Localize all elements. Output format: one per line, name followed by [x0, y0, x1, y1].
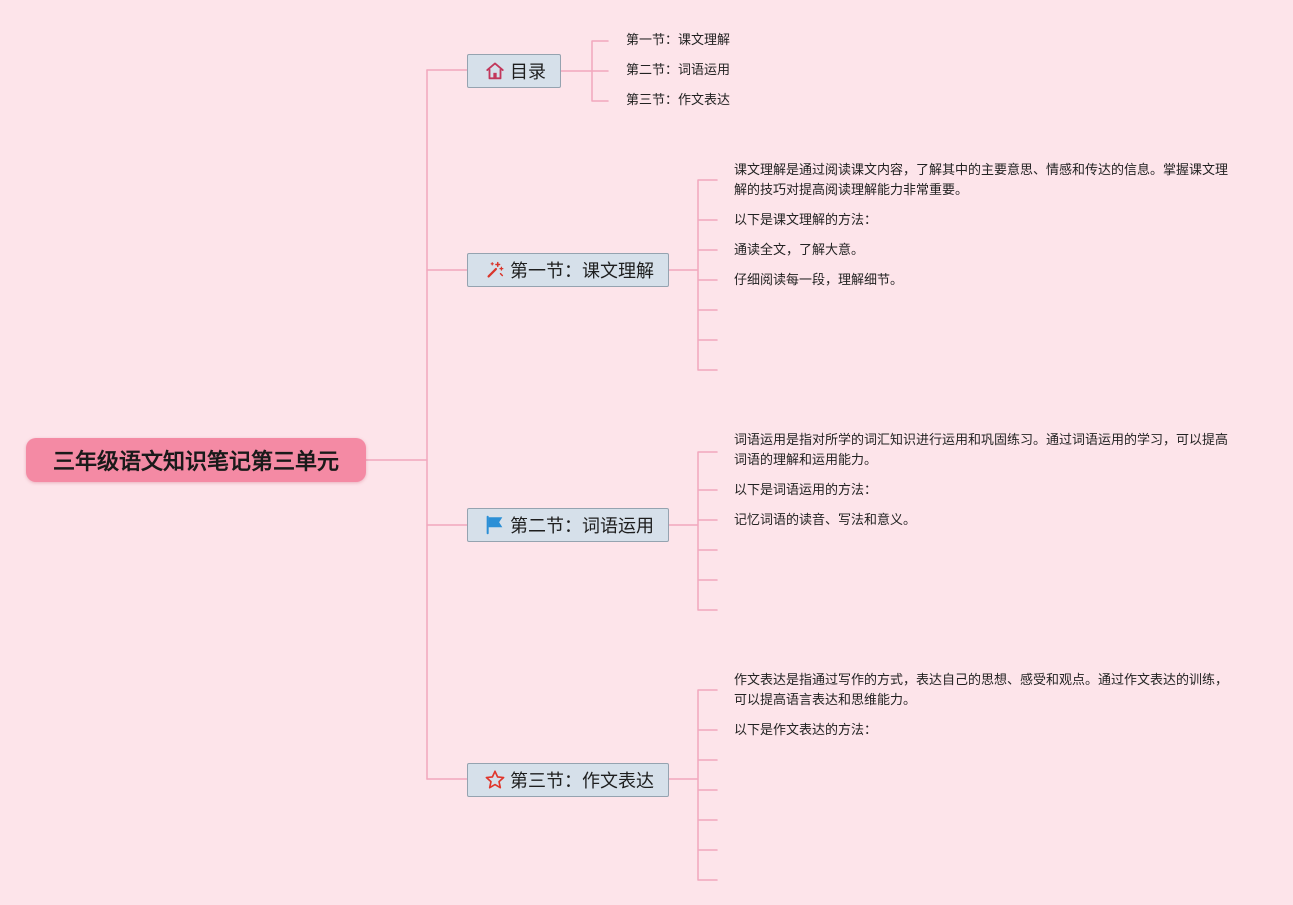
note-text[interactable]: 通读全文，了解大意。 — [734, 243, 865, 258]
note-text[interactable]: 作文表达是指通过写作的方式，表达自己的思想、感受和观点。通过作文表达的训练，可以… — [734, 673, 1229, 708]
branch-section-1[interactable]: 第一节：课文理解 — [467, 253, 669, 287]
section2-connector — [668, 451, 718, 611]
branch-label: 目录 — [510, 62, 546, 83]
toc-item[interactable]: 第三节：作文表达 — [626, 93, 731, 108]
section3-connector — [668, 689, 718, 881]
star-icon — [484, 769, 506, 791]
flag-icon — [484, 514, 506, 536]
branch-section-2[interactable]: 第二节：词语运用 — [467, 508, 669, 542]
note-text[interactable]: 课文理解是通过阅读课文内容，了解其中的主要意思、情感和传达的信息。掌握课文理解的… — [734, 163, 1229, 198]
note-text[interactable]: 记忆词语的读音、写法和意义。 — [734, 513, 917, 528]
note-text[interactable]: 以下是作文表达的方法： — [734, 723, 878, 738]
toc-item[interactable]: 第二节：词语运用 — [626, 63, 731, 78]
central-topic[interactable]: 三年级语文知识笔记第三单元 — [26, 438, 366, 482]
toc-item[interactable]: 第一节：课文理解 — [626, 33, 731, 48]
toc-connector — [560, 40, 609, 102]
note-text[interactable]: 仔细阅读每一段，理解细节。 — [734, 273, 904, 288]
note-text[interactable]: 以下是词语运用的方法： — [734, 483, 878, 498]
note-text[interactable]: 词语运用是指对所学的词汇知识进行运用和巩固练习。通过词语运用的学习，可以提高词语… — [734, 433, 1229, 468]
branch-label: 第一节：课文理解 — [510, 261, 654, 282]
branch-label: 第三节：作文表达 — [510, 771, 654, 792]
branch-toc[interactable]: 目录 — [467, 54, 561, 88]
section1-connector — [668, 179, 718, 371]
home-icon — [484, 60, 506, 82]
branch-label: 第二节：词语运用 — [510, 516, 654, 537]
branch-section-3[interactable]: 第三节：作文表达 — [467, 763, 669, 797]
magic-wand-icon — [484, 259, 506, 281]
note-text[interactable]: 以下是课文理解的方法： — [734, 213, 878, 228]
